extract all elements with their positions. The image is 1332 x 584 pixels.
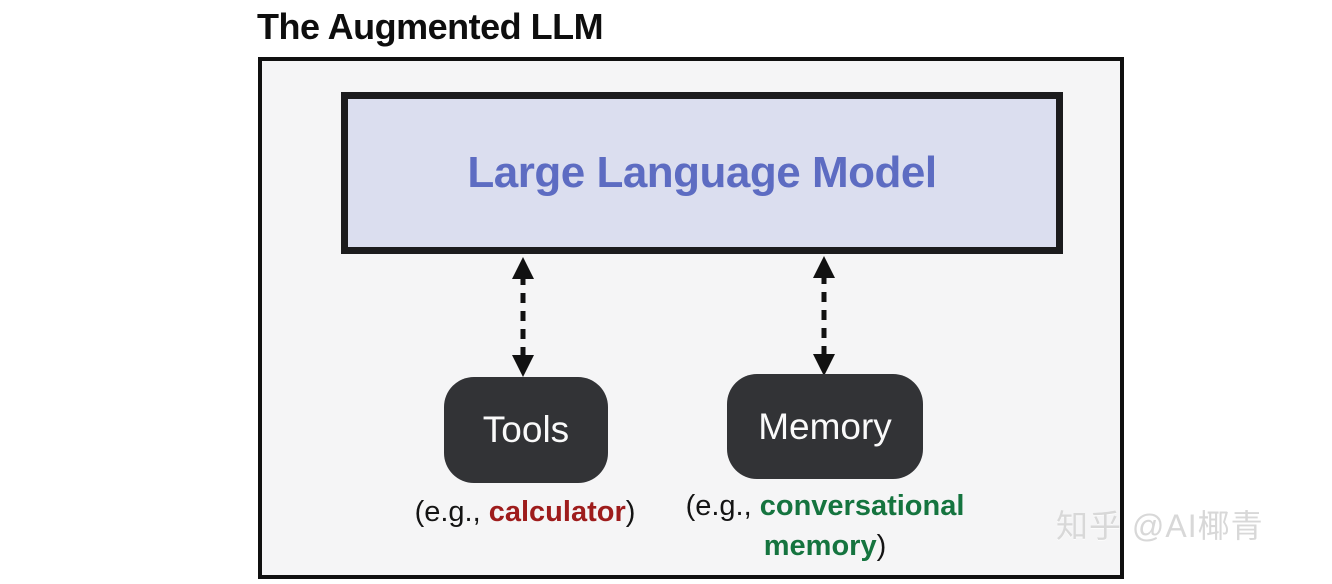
- watermark: 知乎 @AI椰青: [1056, 508, 1264, 544]
- dashed-double-arrow-tools: [512, 257, 534, 377]
- diagram-title: The Augmented LLM: [257, 6, 604, 47]
- memory-caption-highlight-line2: memory: [763, 530, 877, 562]
- tools-caption-prefix: (e.g.,: [414, 496, 489, 528]
- memory-caption-suffix: ): [876, 530, 887, 562]
- dashed-double-arrow-memory: [813, 256, 835, 376]
- memory-caption: (e.g., conversational memory): [672, 486, 978, 566]
- tools-caption: (e.g., calculator): [398, 492, 652, 532]
- memory-node-label: Memory: [758, 405, 892, 447]
- llm-node-label: Large Language Model: [467, 148, 937, 197]
- llm-node: Large Language Model: [341, 92, 1063, 254]
- tools-node: Tools: [444, 377, 608, 483]
- tools-caption-suffix: ): [625, 496, 636, 528]
- memory-caption-prefix: (e.g.,: [685, 490, 760, 522]
- tools-caption-highlight: calculator: [488, 496, 626, 528]
- memory-caption-highlight-line1: conversational: [759, 490, 965, 522]
- memory-node: Memory: [727, 374, 923, 479]
- tools-node-label: Tools: [482, 409, 570, 450]
